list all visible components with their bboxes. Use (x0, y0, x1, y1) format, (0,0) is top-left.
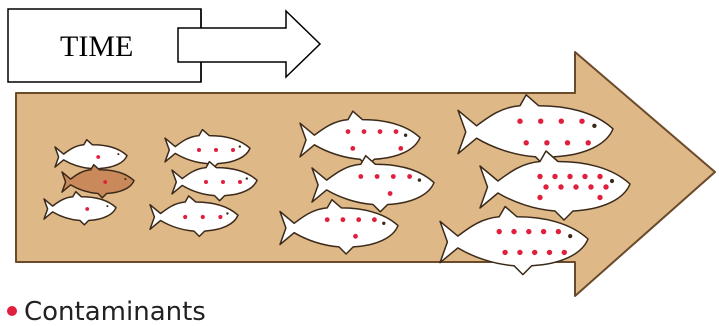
contaminant-dot (218, 215, 222, 219)
contaminant-dot (538, 119, 543, 124)
fish-eye (117, 153, 119, 155)
contaminant-dot (543, 184, 548, 189)
contaminant-dot (517, 250, 522, 255)
contaminant-dot (103, 180, 107, 184)
fish-eye (382, 222, 385, 225)
contaminant-dot (537, 195, 542, 200)
contaminant-dot (346, 129, 351, 134)
contaminant-dot (597, 174, 602, 179)
fish-eye (592, 124, 596, 128)
contaminant-dot (197, 148, 201, 152)
contaminant-dot (353, 234, 358, 239)
contaminant-dot (356, 217, 361, 222)
contaminant-dot (358, 174, 363, 179)
contaminant-dot (547, 250, 552, 255)
fish-eye (106, 205, 108, 207)
fish-eye (404, 134, 407, 137)
contaminant-dot (552, 174, 557, 179)
fish-eye (226, 212, 228, 214)
contaminant-dot (372, 217, 377, 222)
contaminant-dot (362, 129, 367, 134)
contaminant-dot (325, 217, 330, 222)
contaminant-dot (541, 229, 546, 234)
contaminant-dot (96, 155, 100, 159)
legend-dot (7, 306, 17, 316)
contaminant-dot (378, 129, 383, 134)
contaminant-dot (579, 119, 584, 124)
contaminant-dot (597, 195, 602, 200)
contaminant-dot (544, 140, 549, 145)
contaminant-dot (537, 174, 542, 179)
contaminant-dot (532, 250, 537, 255)
contaminant-dot (391, 174, 396, 179)
fish-eye (418, 178, 421, 181)
contaminant-dot (388, 191, 393, 196)
contaminant-dot (407, 174, 412, 179)
fish-eye (610, 179, 614, 183)
contaminant-dot (85, 207, 89, 211)
contaminant-dot (497, 229, 502, 234)
time-label: TIME (60, 30, 133, 63)
fish-eye (239, 145, 241, 147)
contaminant-dot (586, 140, 591, 145)
contaminant-dot (221, 180, 225, 184)
contaminant-dot (502, 250, 507, 255)
contaminant-dot (562, 250, 567, 255)
contaminant-dot (559, 119, 564, 124)
contaminant-dot (524, 140, 529, 145)
legend: Contaminants (7, 297, 206, 326)
legend-label: Contaminants (24, 297, 206, 326)
contaminant-dot (517, 119, 522, 124)
contaminant-dot (183, 215, 187, 219)
time-header: TIME (8, 9, 320, 82)
contaminant-dot (511, 229, 516, 234)
contaminant-dot (573, 184, 578, 189)
contaminant-dot (201, 215, 205, 219)
fish-eye (124, 178, 126, 180)
contaminant-dot (556, 229, 561, 234)
fish-eye (568, 234, 572, 238)
contaminant-dot (204, 180, 208, 184)
contaminant-dot (567, 174, 572, 179)
fish-eye (246, 177, 248, 179)
contaminant-dot (238, 180, 242, 184)
contaminant-dot (394, 129, 399, 134)
contaminant-dot (350, 146, 355, 151)
contaminant-dot (526, 229, 531, 234)
contaminant-dot (398, 146, 403, 151)
contaminant-dot (588, 184, 593, 189)
contaminant-dot (565, 140, 570, 145)
contaminant-dot (375, 174, 380, 179)
contaminant-dot (582, 174, 587, 179)
contaminant-dot (341, 217, 346, 222)
contaminant-dot (558, 184, 563, 189)
contaminant-dot (603, 184, 608, 189)
contaminant-dot (214, 148, 218, 152)
contaminant-dot (231, 148, 235, 152)
